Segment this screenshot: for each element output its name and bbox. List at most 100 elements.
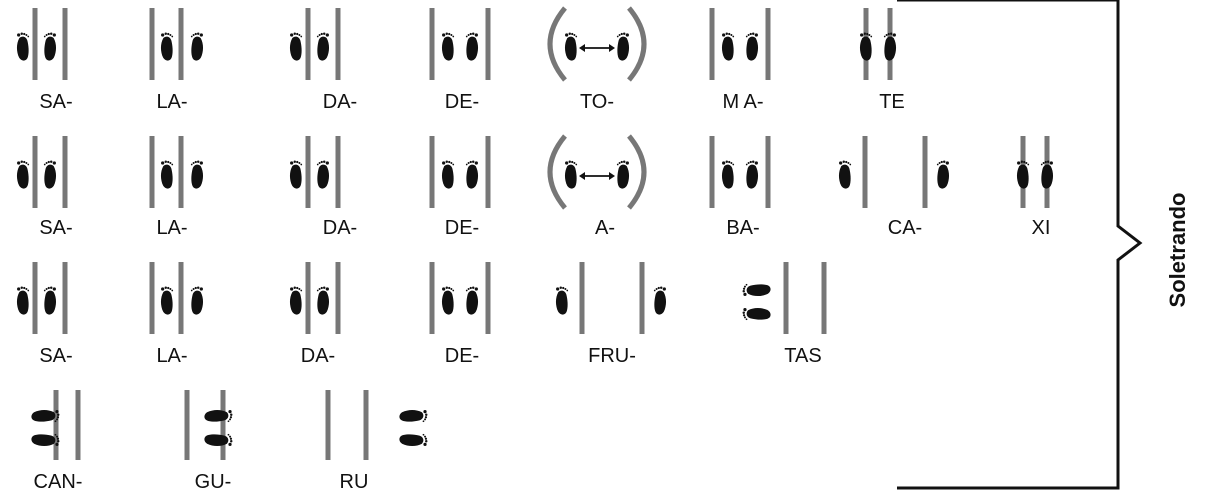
step-cell: BA- xyxy=(709,136,771,239)
right-foot-icon xyxy=(43,160,57,189)
syllable-label: TO- xyxy=(580,91,614,113)
notation-row: SA- LA- DA- DE- A- BA- CA- XI xyxy=(16,134,1054,239)
step-cell: LA- xyxy=(149,136,204,239)
right-foot-icon xyxy=(316,32,330,61)
left-foot-icon xyxy=(289,286,303,315)
syllable-label: SA- xyxy=(39,91,72,113)
step-cell: SA- xyxy=(16,136,73,239)
left-foot-icon xyxy=(721,32,735,61)
right-foot-icon xyxy=(316,160,330,189)
right-foot-icon xyxy=(399,433,428,447)
right-foot-icon xyxy=(190,160,204,189)
left-foot-icon xyxy=(289,32,303,61)
step-cell: TAS xyxy=(742,262,827,367)
syllable-label: BA- xyxy=(726,217,759,239)
right-foot-icon xyxy=(190,32,204,61)
left-foot-icon xyxy=(838,160,852,189)
step-cell: GU- xyxy=(184,390,233,493)
step-cell: A- xyxy=(547,134,647,239)
left-foot-icon xyxy=(204,409,233,423)
left-foot-icon xyxy=(160,286,174,315)
step-cell: RU xyxy=(325,390,428,493)
syllable-label: TE xyxy=(879,91,905,113)
step-cell: TE xyxy=(859,8,905,113)
left-foot-icon xyxy=(399,409,428,423)
syllable-label: DE- xyxy=(445,217,479,239)
step-cell: XI xyxy=(1016,136,1054,239)
step-cell: DE- xyxy=(429,8,491,113)
syllable-label: DA- xyxy=(323,217,357,239)
step-cell: DA- xyxy=(289,262,341,367)
notation-row: SA- LA- DA- DE- FRU- TAS xyxy=(16,262,827,367)
right-foot-icon xyxy=(745,160,759,189)
step-cell: SA- xyxy=(16,262,73,367)
right-foot-icon xyxy=(616,32,630,61)
left-foot-icon xyxy=(160,32,174,61)
syllable-label: XI xyxy=(1032,217,1051,239)
curved-line xyxy=(547,134,567,210)
step-cell: LA- xyxy=(149,8,204,113)
bracket-label: Soletrando xyxy=(1165,193,1190,308)
left-foot-icon xyxy=(441,32,455,61)
bracket-line xyxy=(897,0,1143,490)
right-foot-icon xyxy=(465,286,479,315)
left-foot-icon xyxy=(564,160,578,189)
left-foot-icon xyxy=(16,160,30,189)
right-foot-icon xyxy=(43,286,57,315)
left-foot-icon xyxy=(564,32,578,61)
syllable-label: LA- xyxy=(156,345,187,367)
step-cell: CA- xyxy=(838,136,950,239)
left-foot-icon xyxy=(16,286,30,315)
step-cell: DE- xyxy=(429,262,491,367)
notation-row: CAN- GU- RU xyxy=(31,390,428,493)
syllable-label: LA- xyxy=(156,217,187,239)
left-foot-icon xyxy=(742,283,771,297)
step-cell: DA- xyxy=(289,8,357,113)
syllable-label: CA- xyxy=(888,217,922,239)
soletrando-bracket: Soletrando xyxy=(897,0,1190,490)
left-foot-icon xyxy=(1016,160,1030,189)
syllable-label: CAN- xyxy=(34,471,83,493)
notation-row: SA- LA- DA- DE- TO- M A- TE xyxy=(16,6,905,113)
step-cell: TO- xyxy=(547,6,647,113)
syllable-label: RU xyxy=(340,471,369,493)
syllable-label: DA- xyxy=(323,91,357,113)
right-foot-icon xyxy=(465,32,479,61)
right-foot-icon xyxy=(742,307,771,321)
syllable-label: DA- xyxy=(301,345,335,367)
left-foot-icon xyxy=(160,160,174,189)
syllable-label: SA- xyxy=(39,345,72,367)
left-foot-icon xyxy=(289,160,303,189)
curved-line xyxy=(627,134,647,210)
right-foot-icon xyxy=(653,286,667,315)
syllable-label: TAS xyxy=(784,345,821,367)
right-foot-icon xyxy=(190,286,204,315)
step-cell: FRU- xyxy=(555,262,667,367)
right-foot-icon xyxy=(316,286,330,315)
syllable-label: A- xyxy=(595,217,615,239)
right-foot-icon xyxy=(465,160,479,189)
step-cell: DA- xyxy=(289,136,357,239)
syllable-label: M A- xyxy=(722,91,763,113)
step-cell: M A- xyxy=(709,8,771,113)
syllable-label: LA- xyxy=(156,91,187,113)
right-foot-icon xyxy=(43,32,57,61)
step-cell: CAN- xyxy=(31,390,82,493)
right-foot-icon xyxy=(883,32,897,61)
left-foot-icon xyxy=(16,32,30,61)
step-cell: LA- xyxy=(149,262,204,367)
right-foot-icon xyxy=(204,433,233,447)
syllable-label: GU- xyxy=(195,471,232,493)
step-cell: DE- xyxy=(429,136,491,239)
right-foot-icon xyxy=(745,32,759,61)
syllable-label: FRU- xyxy=(588,345,636,367)
left-foot-icon xyxy=(441,160,455,189)
right-foot-icon xyxy=(1040,160,1054,189)
step-cell: SA- xyxy=(16,8,73,113)
notation-grid: SA- LA- DA- DE- TO- M A- TE SA- LA- DA- DE- A- BA- CA… xyxy=(16,6,1054,493)
right-foot-icon xyxy=(616,160,630,189)
curved-line xyxy=(547,6,567,82)
syllable-label: SA- xyxy=(39,217,72,239)
syllable-label: DE- xyxy=(445,91,479,113)
